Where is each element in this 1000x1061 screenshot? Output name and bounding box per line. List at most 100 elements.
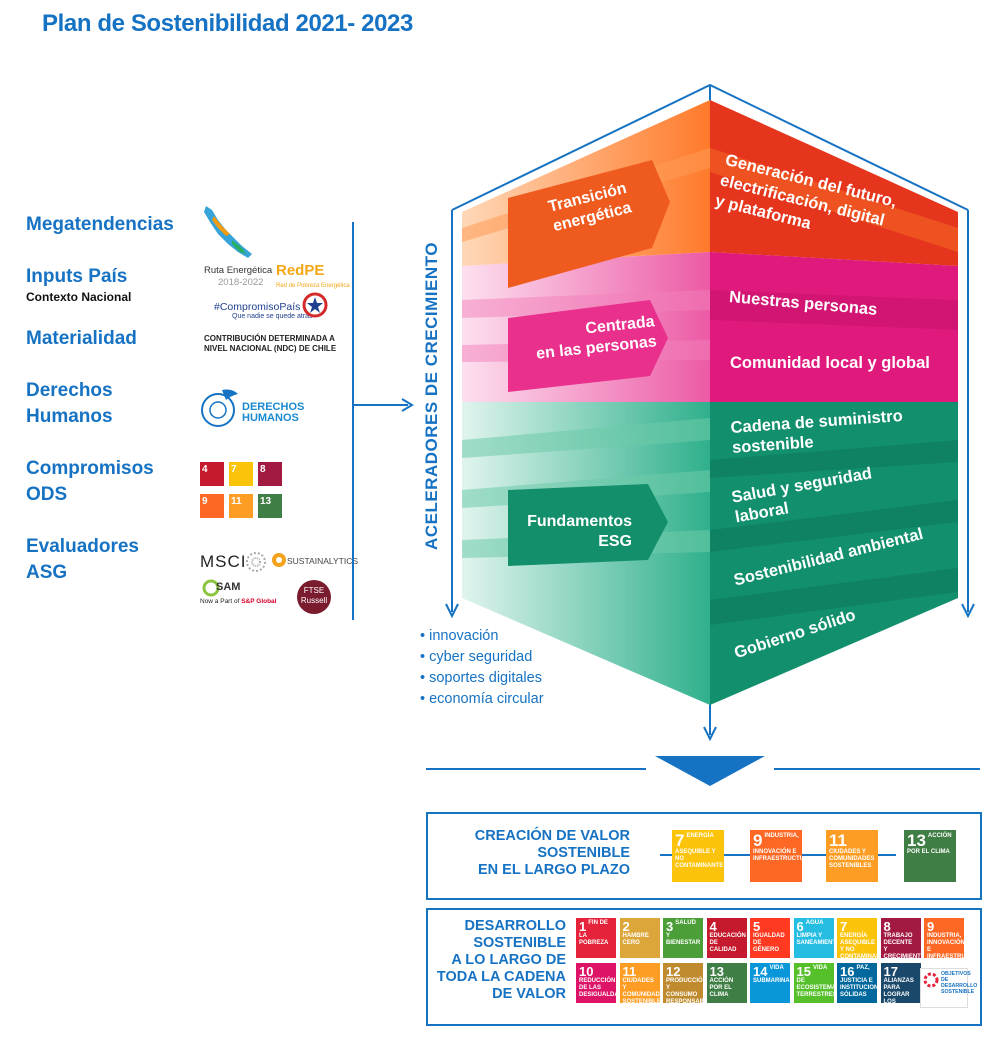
ods-text: TRABAJO DECENTE Y CRECIMIENTO ECONÓMICO <box>883 933 921 958</box>
accelerator-bullets: innovación cyber seguridad soportes digi… <box>420 626 544 710</box>
ods-number: 9 <box>927 919 935 934</box>
label-comunidad: Comunidad local y global <box>730 354 930 372</box>
redpe-subtitle: Red de Pobreza Energética <box>276 283 350 289</box>
pillar-fundamentos-esg: Fundamentos ESG <box>508 512 632 552</box>
ods-text: EDUCACIÓN DE CALIDAD <box>709 933 746 953</box>
ods-number: 2 <box>622 919 630 934</box>
ods-text: ACCIÓN POR EL CLIMA <box>907 833 952 855</box>
ods-tile: 12PRODUCCIÓN Y CONSUMO RESPONSABLES <box>663 963 703 1003</box>
ods-mini-tile: 7 <box>229 462 253 486</box>
label-line: Humanos <box>26 406 113 427</box>
ndc-logo: CONTRIBUCIÓN DETERMINADA A NIVEL NACIONA… <box>204 334 336 354</box>
ods-text: ENERGÍA ASEQUIBLE Y NO CONTAMINANTE <box>840 933 877 958</box>
ods-text: ENERGÍA ASEQUIBLE Y NO CONTAMINANTE <box>675 833 724 869</box>
ods-number: 1 <box>579 919 587 934</box>
sdg-wheel-icon <box>923 972 939 988</box>
ods-text: HAMBRE CERO <box>622 933 649 946</box>
logo-line: Now a Part of <box>200 598 240 605</box>
ods-tile: 2HAMBRE CERO <box>619 918 660 958</box>
box-title-line: SOSTENIBLE <box>473 935 566 951</box>
label-megatendencias: Megatendencias <box>26 214 174 235</box>
sdg-logo-line: OBJETIVOS <box>941 971 971 977</box>
ods-tile: 13ACCIÓN POR EL CLIMA <box>706 963 747 1003</box>
ods-number: 14 <box>753 964 768 979</box>
sustainalytics-logo: SUSTAINALYTICS <box>287 556 359 566</box>
sdg-wheel-logo: OBJETIVOS DE DESARROLLO SOSTENIBLE <box>920 968 977 1008</box>
box-title-line: EN EL LARGO PLAZO <box>478 862 630 878</box>
logo-line: 2018-2022 <box>218 277 264 288</box>
ods-tile: 9INDUSTRIA, INNOVACIÓN E INFRAESTRUCTURA <box>750 830 802 882</box>
ods-mini-tile: 13 <box>258 494 282 518</box>
ods-mini-tile: 11 <box>229 494 253 518</box>
bullet-item: innovación <box>420 626 544 647</box>
ods-number: 8 <box>883 919 891 934</box>
ods-tile: 11CIUDADES Y COMUNIDADES SOSTENIBLES <box>619 963 660 1003</box>
ods-text: PRODUCCIÓN Y CONSUMO RESPONSABLES <box>666 978 703 1003</box>
ods-text: VIDA SUBMARINA <box>753 965 790 984</box>
label-derechos-humanos: Derechos Humanos <box>26 378 113 430</box>
label-inputs-pais: Inputs País <box>26 266 128 287</box>
label-compromisos-ods: Compromisos ODS <box>26 456 154 508</box>
ods-tile: 9INDUSTRIA, INNOVACIÓN E INFRAESTRUCTURA <box>924 918 964 958</box>
sustainalytics-icon <box>272 553 286 567</box>
compromiso-pais-subtitle: Que nadie se quede atrás <box>232 313 313 320</box>
bullet-item: soportes digitales <box>420 668 544 689</box>
ods-text: SALUD Y BIENESTAR <box>666 920 701 946</box>
ods-text: AGUA LIMPIA Y SANEAMIENTO <box>796 920 834 946</box>
label-contexto-nacional: Contexto Nacional <box>26 290 132 304</box>
ods-text: INDUSTRIA, INNOVACIÓN E INFRAESTRUCTURA <box>927 933 964 958</box>
box-creacion-valor-title: CREACIÓN DE VALOR SOSTENIBLE EN EL LARGO… <box>440 828 630 879</box>
ods-text: PAZ, JUSTICIA E INSTITUCIONES SÓLIDAS <box>840 965 877 998</box>
connector-line <box>352 222 354 620</box>
ods-text: CIUDADES Y COMUNIDADES SOSTENIBLES <box>829 849 875 869</box>
divider-right <box>774 768 980 770</box>
down-triangle-icon <box>655 756 765 786</box>
label-evaluadores-asg: Evaluadores ASG <box>26 534 139 586</box>
label-line: ODS <box>26 484 68 505</box>
label-line: Derechos <box>26 380 113 401</box>
pillar-line: Fundamentos <box>527 513 632 530</box>
sdg-logo-text: OBJETIVOS DE DESARROLLO SOSTENIBLE <box>941 971 977 995</box>
ods-mini-tile: 8 <box>258 462 282 486</box>
msci-logo: MSCI <box>200 552 247 571</box>
ods-number: 12 <box>666 964 681 979</box>
box-title-line: DESARROLLO <box>464 918 567 934</box>
sdg-logo-line: DE DESARROLLO <box>941 977 978 989</box>
ods-number: 11 <box>829 831 847 850</box>
label-line: Evaluadores <box>26 536 139 557</box>
ods-number: 5 <box>753 919 761 934</box>
ods-tile: 11CIUDADES Y COMUNIDADES SOSTENIBLES <box>826 830 878 882</box>
ods-text: ACCIÓN POR EL CLIMA <box>709 978 734 998</box>
ods-tile: 8TRABAJO DECENTE Y CRECIMIENTO ECONÓMICO <box>880 918 921 958</box>
ods-number: 7 <box>675 831 685 850</box>
ods-number: 13 <box>709 964 724 979</box>
logo-line: Russell <box>300 596 328 605</box>
box-title-line: DE VALOR <box>492 986 566 1002</box>
ods-number: 6 <box>796 919 804 934</box>
un-emblem-icon <box>201 389 238 427</box>
ods-mini-tile: 9 <box>200 494 224 518</box>
logo-line: FTSE <box>303 586 325 595</box>
sam-ring-icon <box>202 579 220 597</box>
logo-line: CONTRIBUCIÓN DETERMINADA A <box>204 334 335 343</box>
ruta-energetica-logo: Ruta Energética 2018-2022 <box>204 265 272 289</box>
ods-mini-tile: 4 <box>200 462 224 486</box>
ods-number: 3 <box>666 919 674 934</box>
ods-tile: 17ALIANZAS PARA LOGRAR LOS OBJETIVOS <box>880 963 921 1003</box>
sam-subtitle: Now a Part of S&P Global <box>200 598 276 605</box>
ods-tile: 10REDUCCIÓN DE LAS DESIGUALDADES <box>576 963 616 1003</box>
ods-number: 16 <box>840 964 855 979</box>
box-title-line: TODA LA CADENA <box>436 969 566 985</box>
ods-text: INDUSTRIA, INNOVACIÓN E INFRAESTRUCTURA <box>753 833 802 862</box>
msci-dots-icon <box>246 552 266 572</box>
ods-number: 13 <box>907 831 926 850</box>
ods-tile: 5IGUALDAD DE GÉNERO <box>750 918 790 958</box>
ods-text: CIUDADES Y COMUNIDADES SOSTENIBLES <box>622 978 660 1003</box>
